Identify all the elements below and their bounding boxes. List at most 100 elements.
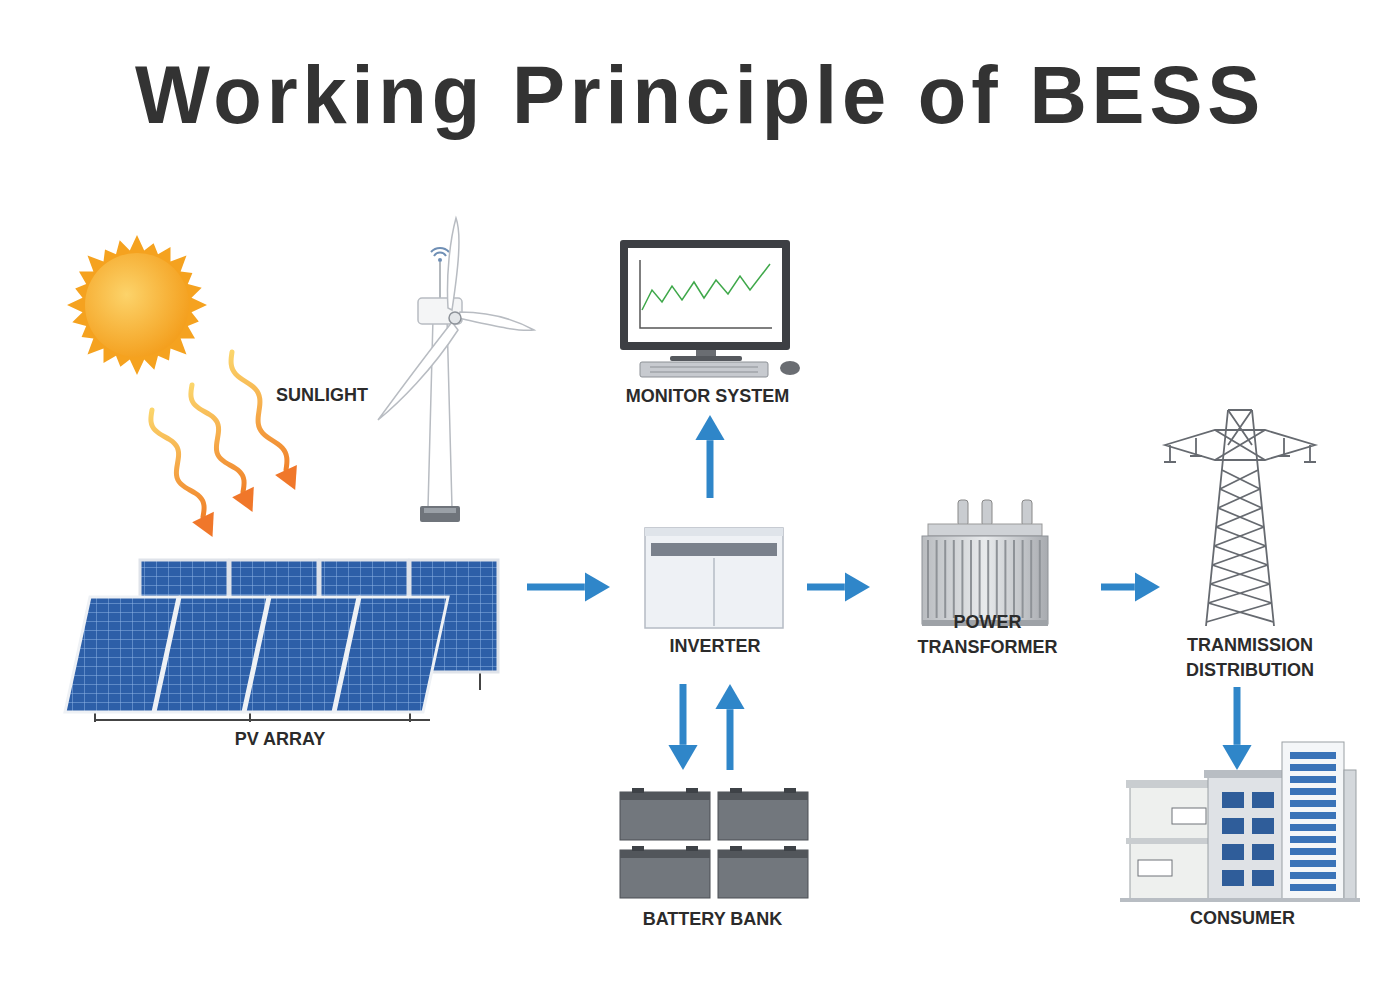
flow-arrow <box>680 684 687 745</box>
battery-bank-part <box>730 846 742 851</box>
transmission-tower-part <box>1208 584 1271 603</box>
sunlight-rays-part <box>275 465 297 490</box>
transformer-icon-part <box>928 524 1042 536</box>
battery-bank <box>620 788 808 898</box>
monitor-icon-part <box>642 264 770 310</box>
battery-bank-part <box>686 846 698 851</box>
transformer-icon-part <box>1022 540 1024 618</box>
consumer-buildings-part <box>1282 742 1344 900</box>
monitor-icon-part <box>628 248 782 342</box>
transformer-icon-part <box>928 540 1040 618</box>
transmission-tower-part <box>1216 508 1264 527</box>
transmission-tower-part <box>1206 410 1274 626</box>
monitor-icon-part <box>650 367 758 372</box>
consumer-buildings-part <box>1290 752 1336 759</box>
consumer-buildings-part <box>1290 752 1336 891</box>
transformer-icon-part <box>922 536 1048 624</box>
consumer-buildings-part <box>1252 792 1274 808</box>
battery-bank-part <box>686 788 698 793</box>
wind-turbine-part <box>420 506 460 522</box>
inverter-icon-part <box>645 528 783 628</box>
consumer-buildings-part <box>1290 776 1336 783</box>
transformer-icon-part <box>944 540 946 618</box>
transmission-tower-part <box>1210 565 1269 584</box>
inverter-icon-part <box>645 528 783 536</box>
transmission-tower-part <box>1206 603 1273 622</box>
node-label: POWER TRANSFORMER <box>880 610 1095 660</box>
wind-turbine-part <box>458 312 534 330</box>
transformer-icon-part <box>1022 500 1032 526</box>
node-label: INVERTER <box>640 634 790 659</box>
sunlight-rays-part <box>192 512 214 537</box>
transmission-tower-node: TRANMISSION DISTRIBUTION <box>1170 405 1330 683</box>
consumer-buildings-part <box>1222 844 1244 860</box>
wind-turbine-part <box>431 248 449 256</box>
node-label: MONITOR SYSTEM <box>615 384 800 409</box>
node-label: PV ARRAY <box>60 727 500 752</box>
consumer-buildings-part <box>1120 898 1360 902</box>
wind-turbine-part <box>447 218 458 310</box>
transformer-icon-part <box>1004 540 1006 618</box>
battery-bank-node: BATTERY BANK <box>615 780 810 932</box>
transmission-tower-part <box>1170 438 1310 462</box>
consumer-buildings-part <box>1290 824 1336 831</box>
consumer-buildings-part <box>1252 844 1274 860</box>
flow-arrow <box>807 584 845 591</box>
monitor-icon <box>620 240 800 377</box>
consumer-buildings-part <box>1290 800 1336 807</box>
transformer-icon-part <box>982 500 992 526</box>
wind-turbine-part <box>378 322 458 420</box>
battery-bank-part <box>718 850 808 898</box>
battery-bank-part <box>620 792 710 800</box>
consumer-buildings-part <box>1126 838 1216 844</box>
consumer-buildings-part <box>1290 848 1336 855</box>
transmission-tower-part <box>1224 410 1256 460</box>
consumer-buildings-part <box>1222 792 1274 886</box>
monitor-icon-part <box>670 356 742 361</box>
consumer-buildings-part <box>1290 764 1336 771</box>
inverter-icon <box>645 528 783 628</box>
sunlight-rays-part <box>232 487 254 512</box>
consumer-buildings-part <box>1290 884 1336 891</box>
wind-turbine <box>378 218 534 522</box>
transformer-icon-part <box>953 540 955 618</box>
sun-icon <box>67 235 207 375</box>
pv-array-node: PV ARRAY <box>60 555 500 752</box>
battery-bank-part <box>718 850 808 858</box>
transmission-tower-part <box>1165 430 1315 460</box>
sunlight-rays-part <box>191 385 244 492</box>
transformer-icon-part <box>979 540 981 618</box>
battery-bank-part <box>730 788 742 793</box>
battery-bank-part <box>718 792 808 840</box>
consumer-buildings-part <box>1290 788 1336 795</box>
consumer-buildings-part <box>1290 860 1336 867</box>
battery-bank-part <box>632 788 644 793</box>
transformer-icon-part <box>970 540 972 618</box>
transformer-icon-part <box>958 500 968 526</box>
consumer-buildings-part <box>1252 870 1274 886</box>
battery-bank-part <box>784 788 796 793</box>
transformer-icon-part <box>961 540 963 618</box>
monitor-icon-part <box>780 361 800 375</box>
consumer-buildings-part <box>1290 812 1336 819</box>
node-label: TRANMISSION DISTRIBUTION <box>1170 633 1330 683</box>
transformer-icon-part <box>1013 540 1015 618</box>
sunlight-label: SUNLIGHT <box>276 383 368 408</box>
wind-turbine-part <box>418 298 462 324</box>
consumer-buildings-part <box>1290 836 1336 843</box>
pv-array-part <box>335 597 448 712</box>
transmission-tower-part <box>1164 456 1316 462</box>
transformer-icon-part <box>1039 540 1041 618</box>
monitor-icon-part <box>640 260 772 328</box>
flow-arrow <box>1101 584 1135 591</box>
consumer-buildings <box>1120 742 1360 902</box>
transformer-icon-part <box>927 540 929 618</box>
node-label: CONSUMER <box>1125 906 1360 931</box>
transformer-icon-part <box>987 540 989 618</box>
transmission-tower-part <box>1220 470 1260 489</box>
battery-bank-part <box>718 792 808 800</box>
consumer-buildings-part <box>1208 775 1286 900</box>
inverter-icon-part <box>651 543 777 556</box>
